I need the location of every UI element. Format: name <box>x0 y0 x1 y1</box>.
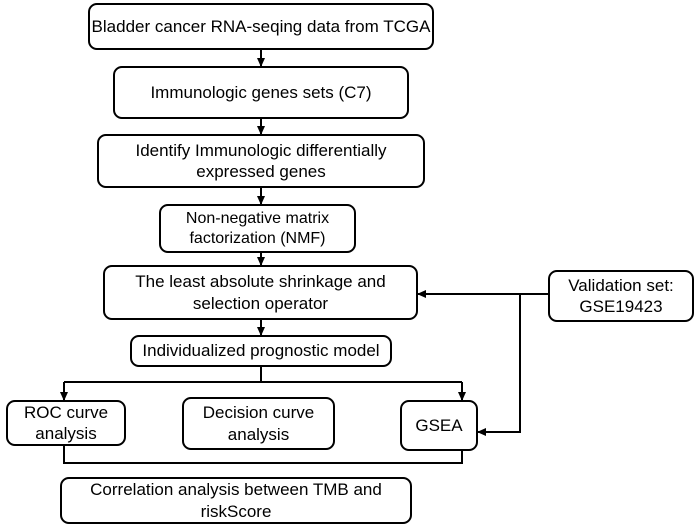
arrow-validation-to-gsea <box>477 294 521 436</box>
merge-line-left <box>63 446 463 464</box>
step-gsea: GSEA <box>400 400 478 451</box>
step-roc-label: ROC curve analysis <box>23 402 109 443</box>
step-differential-genes: Identify Immunologic differentially expr… <box>97 134 425 188</box>
step-roc-curve: ROC curve analysis <box>6 400 126 446</box>
step-correlation-analysis: Correlation analysis between TMB and ris… <box>60 477 412 524</box>
step-prognostic-model: Individualized prognostic model <box>130 335 392 367</box>
validation-set-label: Validation set: GSE19423 <box>568 275 674 316</box>
step-deg-label: Identify Immunologic differentially expr… <box>135 140 387 181</box>
step-dca-label: Decision curve analysis <box>202 403 315 444</box>
step-nmf: Non-negative matrix factorization (NMF) <box>159 204 356 253</box>
step-rnaseq-data: Bladder cancer RNA-seqing data from TCGA <box>88 3 434 50</box>
step-decision-curve: Decision curve analysis <box>182 397 335 450</box>
step-lasso-label: The least absolute shrinkage and selecti… <box>135 272 386 313</box>
step-model-label: Individualized prognostic model <box>142 341 380 361</box>
step-gsea-label: GSEA <box>415 415 463 435</box>
step-lasso: The least absolute shrinkage and selecti… <box>103 265 418 320</box>
step-immunologic-gene-sets: Immunologic genes sets (C7) <box>113 66 409 119</box>
validation-set: Validation set: GSE19423 <box>548 270 694 322</box>
step-genesets-label: Immunologic genes sets (C7) <box>150 82 372 102</box>
step-correlation-label: Correlation analysis between TMB and ris… <box>90 480 382 521</box>
step-nmf-label: Non-negative matrix factorization (NMF) <box>185 209 330 247</box>
step-rnaseq-label: Bladder cancer RNA-seqing data from TCGA <box>91 16 431 36</box>
